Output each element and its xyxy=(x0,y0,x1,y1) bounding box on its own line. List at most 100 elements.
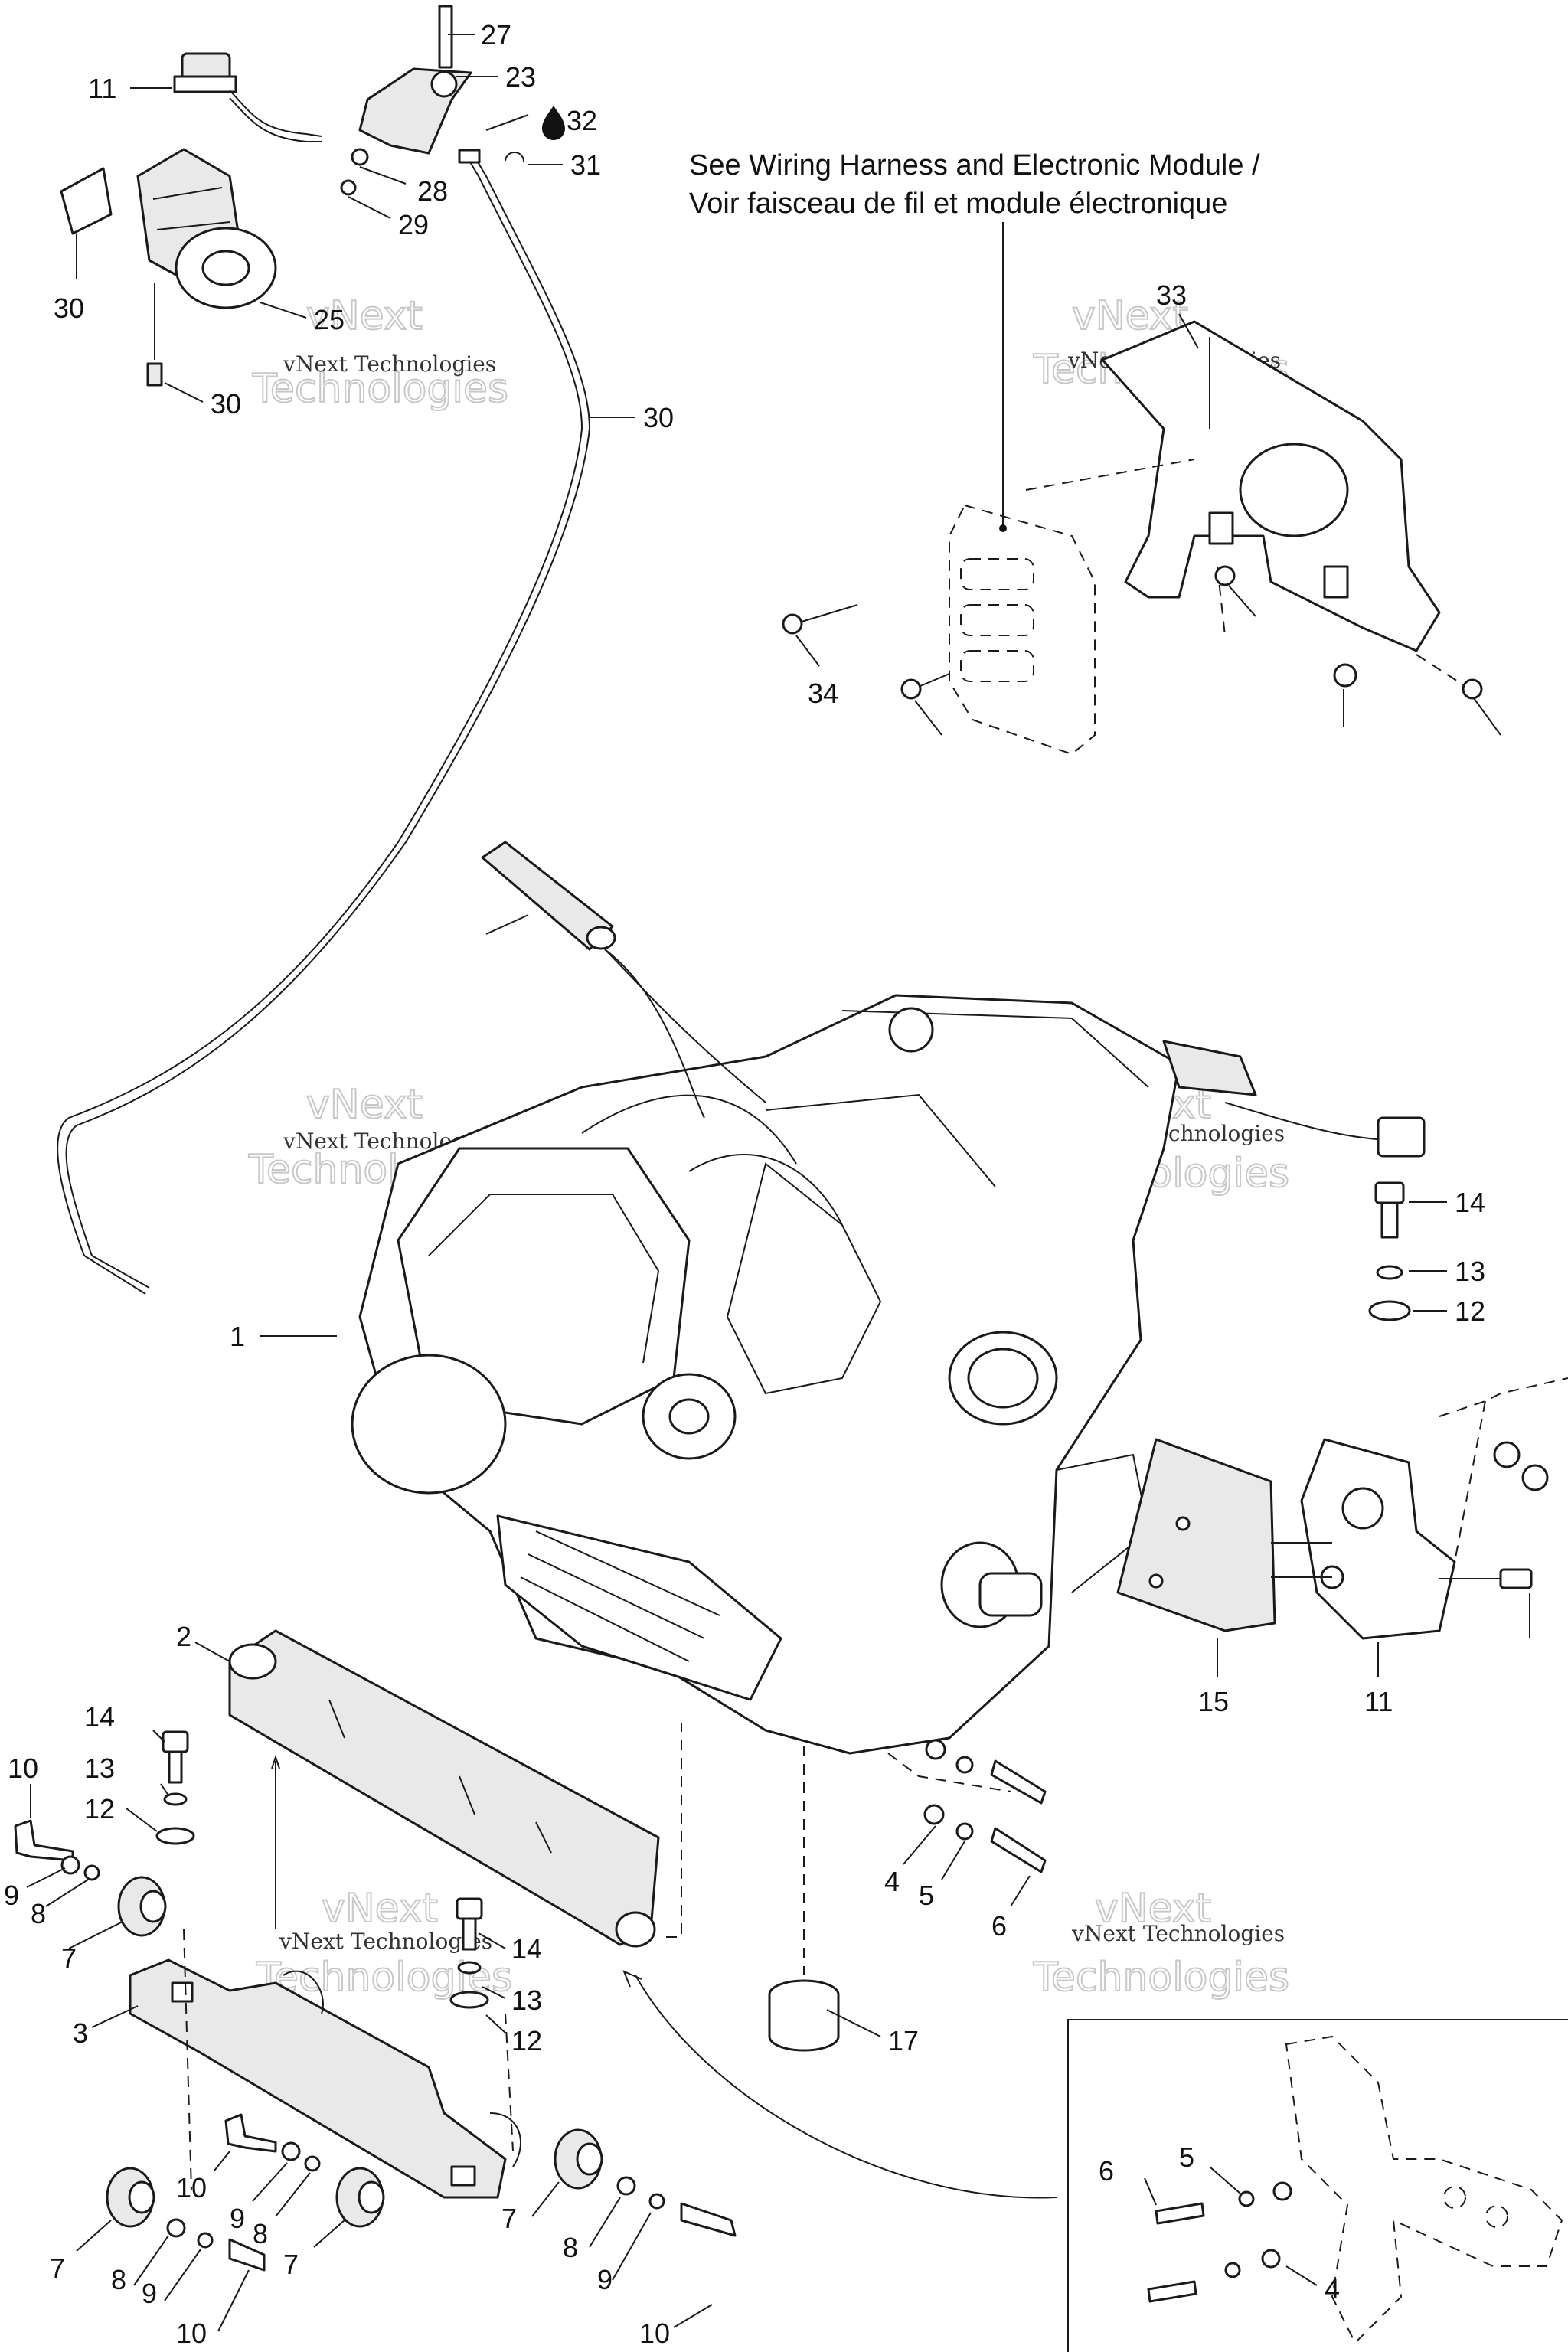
part-27-retaining-clip xyxy=(505,152,525,163)
svg-text:Technologies: Technologies xyxy=(252,366,508,412)
callout-leader-lines xyxy=(26,34,1530,2332)
callout-labels: 11 27 23 32 31 28 29 30 25 30 30 33 34 1… xyxy=(4,19,1485,2349)
callout-10: 10 xyxy=(8,1753,38,1784)
callout-28: 32 xyxy=(567,105,597,136)
part-30-bolt xyxy=(1214,565,1236,586)
part-11-engine-mount xyxy=(1271,1438,1456,1640)
callout-13: 13 xyxy=(511,1984,542,2016)
watermark: vNext Technologies vNext Technologies xyxy=(1032,1885,1290,2001)
callout-18: 23 xyxy=(505,61,536,93)
part-32-bolt xyxy=(1416,654,1483,700)
callout-3: 3 xyxy=(73,2017,88,2049)
part-13-washer xyxy=(1376,1265,1403,1280)
oil-drop-icon xyxy=(542,106,565,140)
note-line-french: Voir faisceau de fil et module électroni… xyxy=(689,188,1227,220)
part-1-engine xyxy=(351,994,1426,1755)
part-34-hose xyxy=(481,841,766,1119)
callout-29: 33 xyxy=(1156,279,1187,311)
callout-6: 6 xyxy=(991,1910,1007,1942)
part-12-washer xyxy=(1368,1300,1411,1321)
part-7-rubber-mount xyxy=(106,2167,155,2228)
callout-7: 7 xyxy=(501,2203,517,2234)
wiring-harness-note: See Wiring Harness and Electronic Module… xyxy=(689,149,1260,532)
svg-text:vNext Technologies: vNext Technologies xyxy=(279,1929,492,1954)
callout-6: 6 xyxy=(1099,2155,1114,2187)
callout-24: 11 xyxy=(88,73,116,104)
callout-12: 12 xyxy=(511,2025,542,2056)
callout-12: 12 xyxy=(84,1793,115,1824)
callout-8: 8 xyxy=(253,2218,268,2249)
callout-7: 7 xyxy=(61,1942,77,1974)
part-30-bolt xyxy=(900,673,950,700)
part-2-engine-cradle xyxy=(228,1629,682,1948)
callout-9: 9 xyxy=(142,2278,157,2309)
callout-20: 27 xyxy=(481,19,511,51)
part-23-screw xyxy=(146,283,163,387)
watermark: vNext Technologies vNext Technologies xyxy=(251,292,509,413)
part-24-sensor-connector xyxy=(173,52,322,142)
callout-23: 30 xyxy=(211,388,241,420)
part-17-bump-stop xyxy=(768,1746,840,2052)
callout-4: 4 xyxy=(1325,2273,1340,2305)
part-7-rubber-mount xyxy=(335,2167,385,2228)
callout-14: 14 xyxy=(1455,1187,1485,1218)
part-22-clip xyxy=(340,179,357,196)
svg-text:vNext Technologies: vNext Technologies xyxy=(1071,1921,1285,1946)
callout-5: 5 xyxy=(1179,2141,1194,2173)
callout-5: 5 xyxy=(919,1880,934,1911)
part-26-cable xyxy=(57,149,591,1295)
part-3-mount-plate xyxy=(129,1958,521,2199)
part-19-air-filter xyxy=(136,148,277,309)
callout-27: 31 xyxy=(570,149,601,181)
callout-4: 4 xyxy=(884,1866,900,1897)
mount-dash-line xyxy=(1454,1400,1486,1563)
callout-1: 1 xyxy=(230,1321,245,1352)
callout-13: 13 xyxy=(1455,1256,1485,1287)
callout-9: 9 xyxy=(230,2203,245,2234)
part-21-washer xyxy=(351,148,369,166)
callout-15: 15 xyxy=(1198,1686,1229,1717)
svg-text:vNext: vNext xyxy=(322,1886,438,1932)
callout-22: 29 xyxy=(398,209,429,240)
part-29-module-bracket xyxy=(1025,320,1441,652)
callout-26: 30 xyxy=(643,402,674,433)
mount-nut xyxy=(1493,1441,1521,1468)
note-line-english: See Wiring Harness and Electronic Module… xyxy=(689,149,1260,181)
callout-11: 11 xyxy=(1364,1686,1393,1717)
svg-text:vNext: vNext xyxy=(1095,1886,1211,1932)
svg-text:Technologies: Technologies xyxy=(1033,1955,1289,2001)
callout-14: 14 xyxy=(511,1933,542,1965)
callout-7: 7 xyxy=(50,2252,65,2284)
part-33-nut xyxy=(1333,663,1357,688)
callout-9: 9 xyxy=(597,2264,612,2295)
svg-text:vNext: vNext xyxy=(306,293,423,339)
part-30-bolt xyxy=(782,604,858,635)
callout-8: 8 xyxy=(563,2232,578,2263)
svg-text:vNext: vNext xyxy=(306,1082,423,1128)
callout-13: 13 xyxy=(84,1753,115,1784)
part-14-bolt xyxy=(1374,1181,1405,1239)
mount-nut xyxy=(1521,1464,1549,1491)
callout-10: 10 xyxy=(639,2318,670,2349)
callout-25: 30 xyxy=(54,292,84,324)
part-31-bolt xyxy=(1439,1568,1533,1589)
callout-12: 12 xyxy=(1455,1295,1485,1327)
callout-30: 34 xyxy=(808,678,838,709)
callout-8: 8 xyxy=(31,1898,46,1929)
callout-19: 25 xyxy=(314,304,345,335)
callout-7: 7 xyxy=(283,2249,299,2280)
note-leader-dot xyxy=(999,524,1007,532)
svg-text:vNext Technologies: vNext Technologies xyxy=(283,351,496,377)
callout-9: 9 xyxy=(4,1880,19,1911)
callout-10: 10 xyxy=(176,2318,207,2349)
engine-mount-hardware xyxy=(887,1739,1047,1873)
mount-dash-line xyxy=(1439,1377,1568,1417)
callout-2: 2 xyxy=(176,1621,191,1652)
part-15-mount-pad xyxy=(1116,1438,1276,1632)
callout-21: 28 xyxy=(417,175,448,207)
callout-14: 14 xyxy=(84,1701,115,1733)
lower-left-hardware xyxy=(14,1730,737,2272)
part-7-rubber-mount xyxy=(554,2128,603,2190)
part-18-bracket xyxy=(358,67,472,155)
